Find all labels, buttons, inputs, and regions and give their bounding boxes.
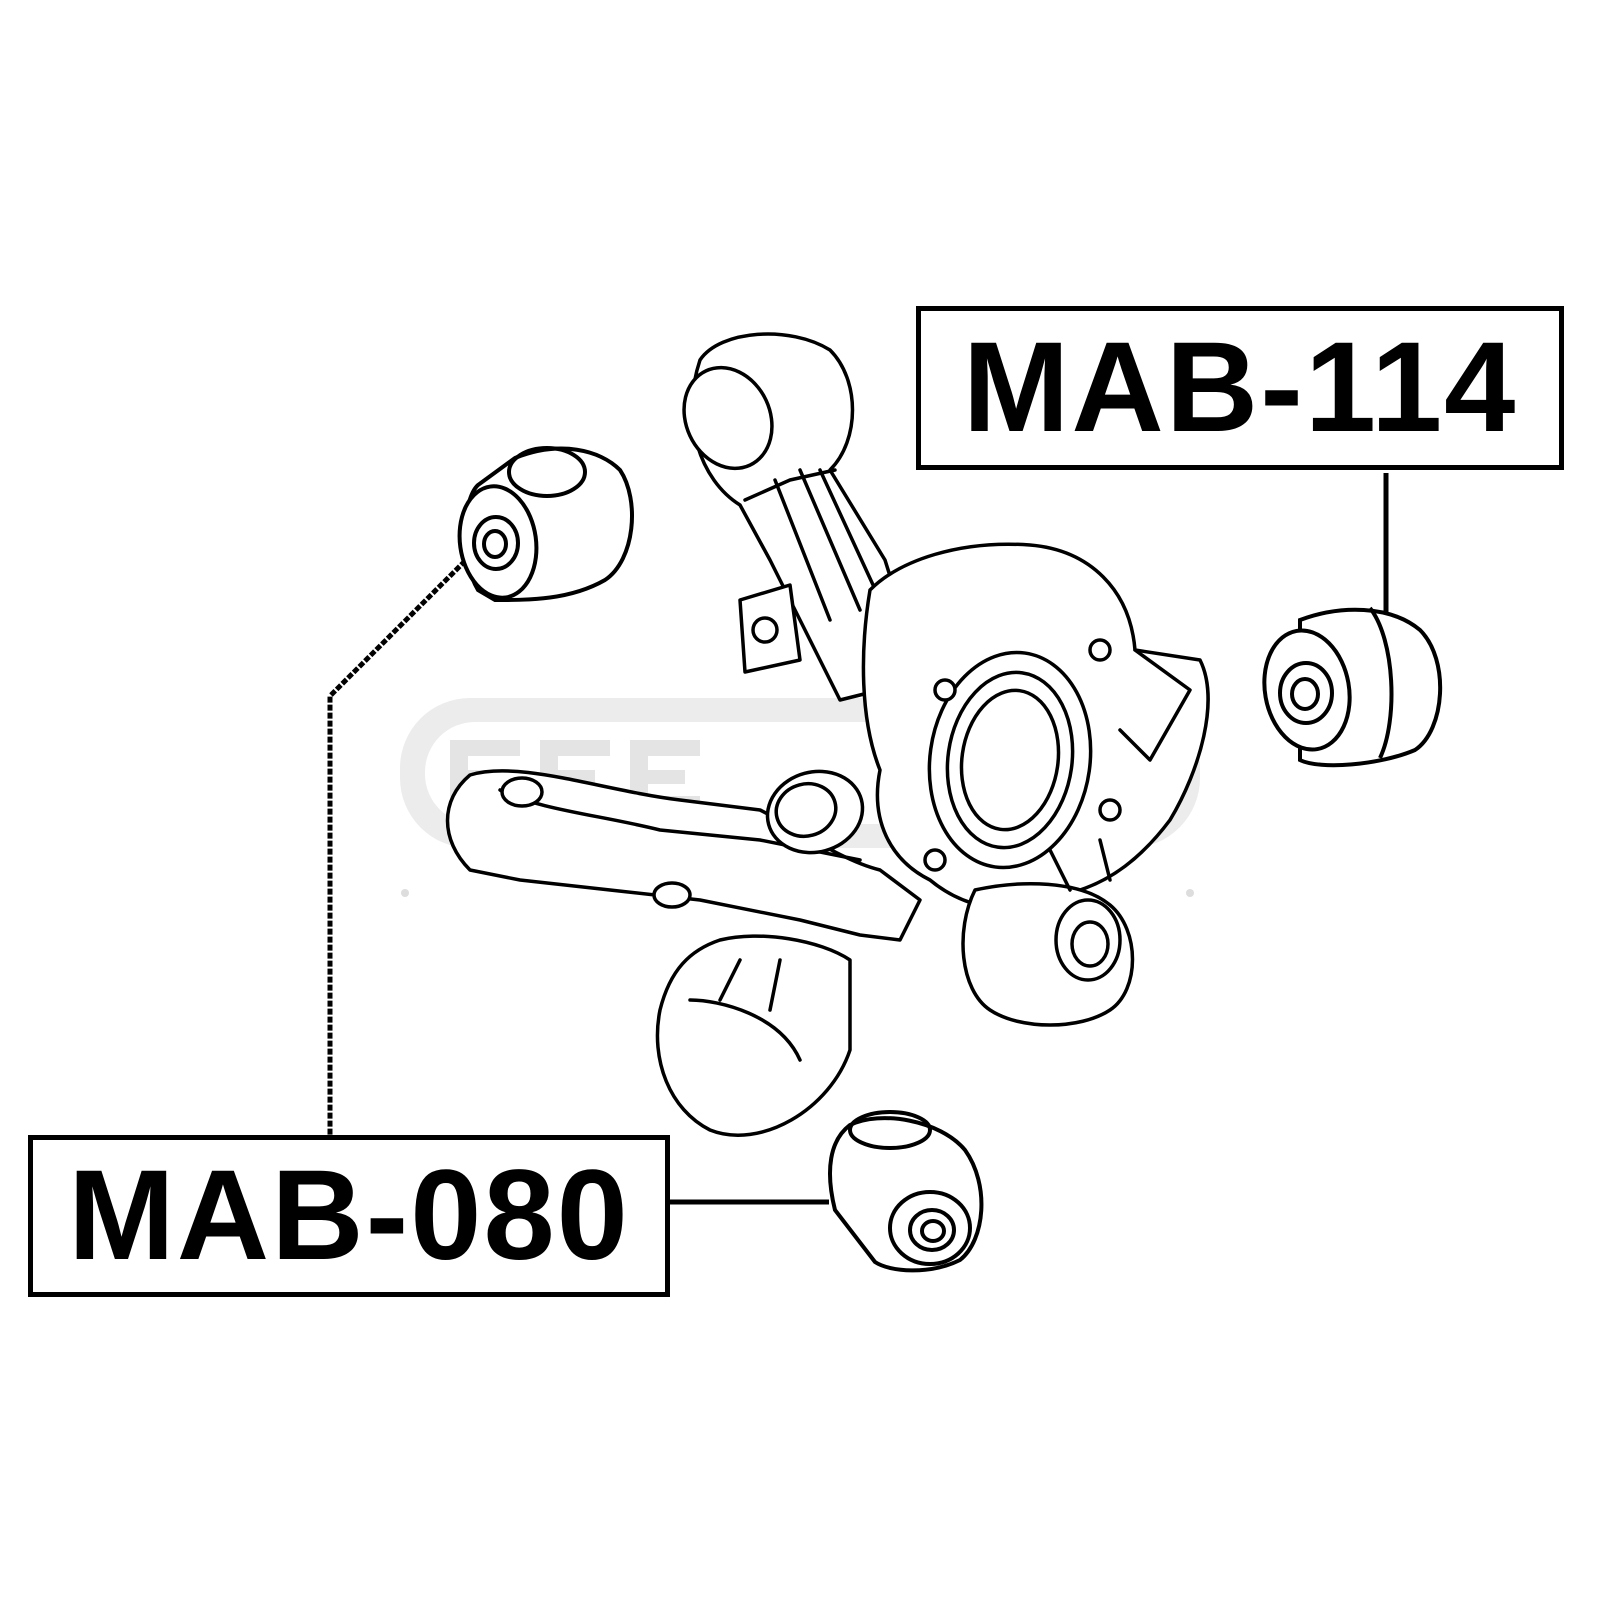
suspension-bushing-right bbox=[1262, 606, 1443, 768]
leader-line-080-upper bbox=[327, 553, 473, 1137]
rear-steering-knuckle-assembly bbox=[445, 332, 1210, 1137]
part-number-label-mab-114: MAB-114 bbox=[916, 306, 1564, 470]
part-number-label-mab-080: MAB-080 bbox=[28, 1135, 670, 1297]
suspension-bushing-lower bbox=[828, 1110, 984, 1273]
leader-lines bbox=[327, 473, 1389, 1205]
suspension-bushing-upper-left bbox=[457, 446, 634, 603]
